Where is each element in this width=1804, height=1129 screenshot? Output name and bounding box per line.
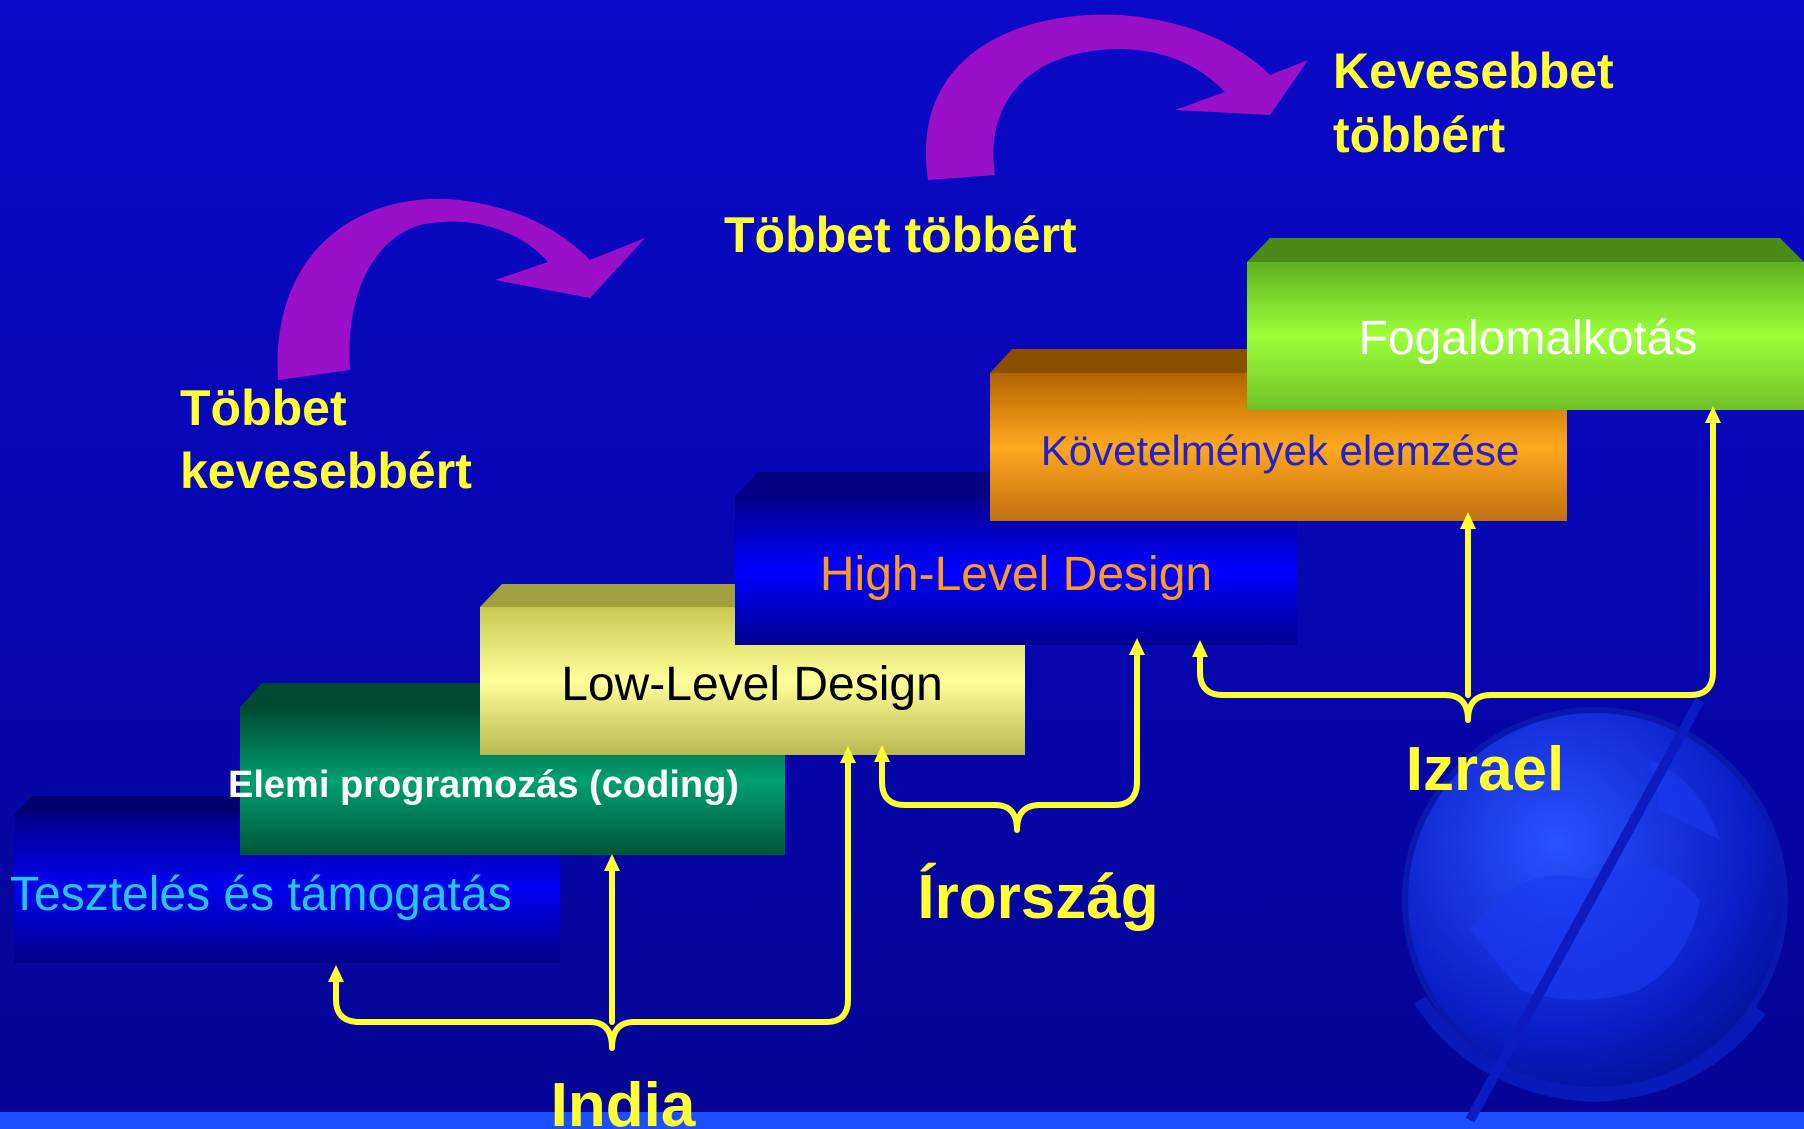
- irorszag-connector: [879, 649, 1140, 833]
- label-irorszag: Írország: [917, 863, 1158, 932]
- step-block-concept: [1247, 238, 1804, 410]
- globe-icon: [1402, 697, 1788, 1123]
- step-label-testing: Tesztelés és támogatás: [10, 868, 512, 921]
- curved-arrow-icon: [925, 14, 1308, 180]
- arrowhead-icons: [328, 406, 1721, 982]
- india-connector: [333, 757, 851, 1051]
- izrael-connector: [1197, 417, 1716, 723]
- step-label-concept: Fogalomalkotás: [1359, 312, 1698, 365]
- label-tobbet-line1: Többet: [180, 380, 347, 436]
- step-label-coding: Elemi programozás (coding): [228, 764, 739, 806]
- bottom-band: [0, 1112, 1804, 1129]
- label-kevesebbet-line2: többért: [1333, 107, 1506, 163]
- label-tobbet-line2: kevesebbért: [180, 443, 472, 499]
- step-label-hld: High-Level Design: [820, 548, 1212, 601]
- label-india: India: [551, 1071, 696, 1129]
- label-kevesebbet-line1: Kevesebbet: [1333, 43, 1614, 99]
- step-label-req: Követelmények elemzése: [1041, 427, 1520, 474]
- label-tobbet-tobbert: Többet többért: [724, 207, 1077, 263]
- step-label-lld: Low-Level Design: [561, 658, 943, 711]
- label-izrael: Izrael: [1406, 735, 1565, 804]
- curved-arrow-icon: [277, 198, 645, 380]
